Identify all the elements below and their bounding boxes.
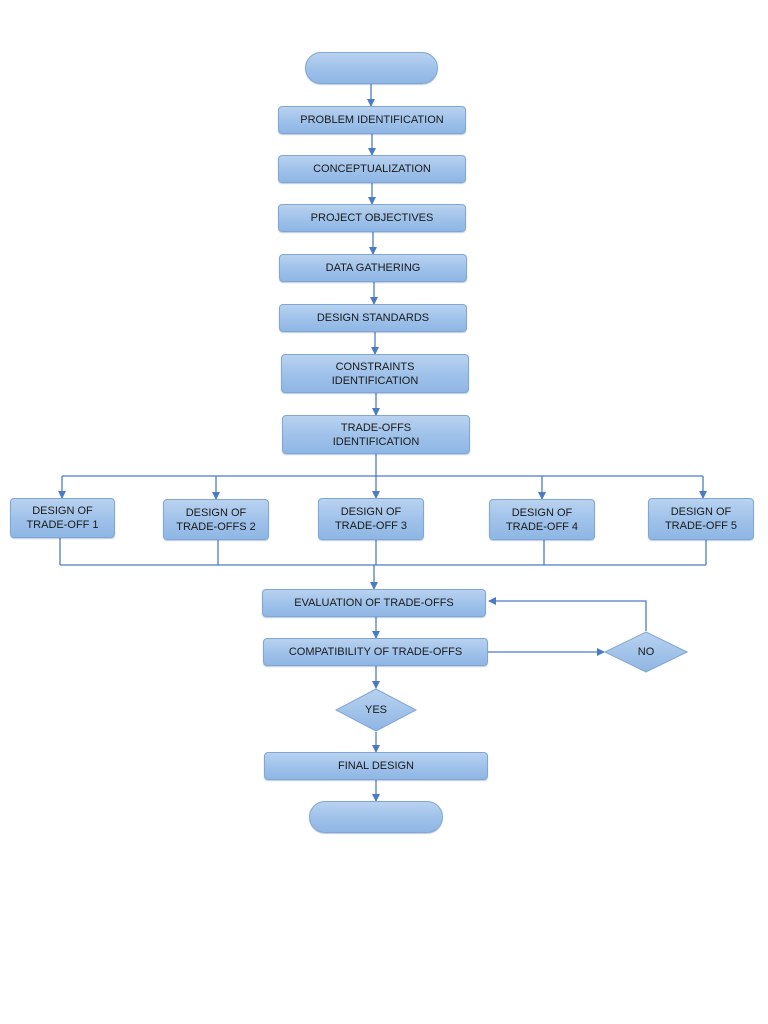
final-design-box: FINAL DESIGN (264, 752, 488, 780)
yes-decision-label: YES (364, 704, 387, 716)
constraints-identification-box: CONSTRAINTS IDENTIFICATION (281, 354, 469, 393)
design-standards-box: DESIGN STANDARDS (279, 304, 467, 332)
yes-decision-diamond: YES (335, 688, 417, 732)
design-tradeoff-4-label: DESIGN OF TRADE-OFF 4 (505, 506, 579, 533)
data-gathering-box: DATA GATHERING (279, 254, 467, 282)
design-tradeoff-2-box: DESIGN OF TRADE-OFFS 2 (163, 499, 269, 540)
design-tradeoff-1-box: DESIGN OF TRADE-OFF 1 (10, 498, 115, 538)
design-tradeoff-5-label: DESIGN OF TRADE-OFF 5 (664, 506, 738, 532)
problem-identification-label: PROBLEM IDENTIFICATION (300, 114, 444, 126)
compatibility-box: COMPATIBILITY OF TRADE-OFFS (263, 638, 488, 666)
compatibility-label: COMPATIBILITY OF TRADE-OFFS (288, 646, 463, 658)
no-decision-diamond: NO (604, 631, 688, 673)
design-tradeoff-1-label: DESIGN OF TRADE-OFF 1 (26, 505, 99, 531)
design-tradeoff-2-label: DESIGN OF TRADE-OFFS 2 (176, 506, 256, 533)
end-terminal (309, 801, 443, 833)
arrow-no-to-evaluation (488, 597, 647, 631)
tradeoffs-identification-label: TRADE-OFFS IDENTIFICATION (332, 421, 420, 448)
design-tradeoff-5-box: DESIGN OF TRADE-OFF 5 (648, 498, 754, 540)
start-terminal (305, 52, 438, 84)
evaluation-label: EVALUATION OF TRADE-OFFS (294, 597, 454, 609)
conceptualization-box: CONCEPTUALIZATION (278, 155, 466, 183)
design-tradeoff-3-box: DESIGN OF TRADE-OFF 3 (318, 498, 424, 540)
constraints-identification-label: CONSTRAINTS IDENTIFICATION (331, 360, 419, 387)
design-tradeoff-3-label: DESIGN OF TRADE-OFF 3 (334, 506, 408, 532)
final-design-label: FINAL DESIGN (338, 760, 414, 772)
problem-identification-box: PROBLEM IDENTIFICATION (278, 106, 466, 134)
design-tradeoff-4-box: DESIGN OF TRADE-OFF 4 (489, 499, 595, 540)
no-decision-label: NO (637, 646, 655, 658)
project-objectives-box: PROJECT OBJECTIVES (278, 204, 466, 232)
project-objectives-label: PROJECT OBJECTIVES (310, 212, 434, 224)
data-gathering-label: DATA GATHERING (325, 262, 421, 274)
design-standards-label: DESIGN STANDARDS (316, 312, 430, 324)
tradeoffs-identification-box: TRADE-OFFS IDENTIFICATION (282, 415, 470, 454)
conceptualization-label: CONCEPTUALIZATION (313, 163, 431, 175)
evaluation-box: EVALUATION OF TRADE-OFFS (262, 589, 486, 617)
